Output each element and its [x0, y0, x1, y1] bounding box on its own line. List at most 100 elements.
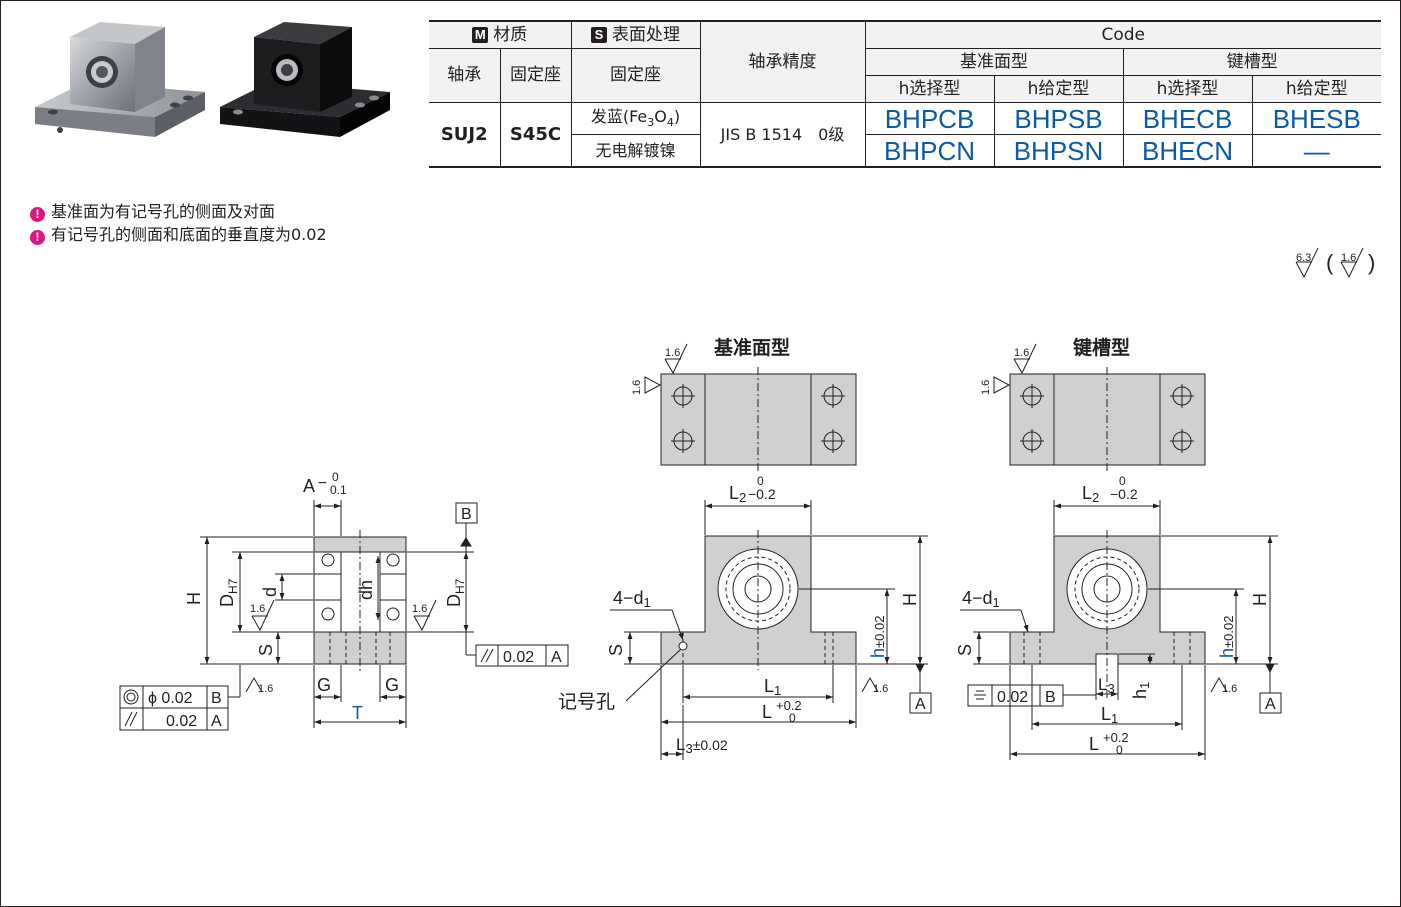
code-cell[interactable]: BHESB	[1251, 102, 1382, 135]
svg-text:0: 0	[1116, 743, 1123, 757]
svg-text:L2: L2	[729, 483, 746, 505]
code-cell-empty: —	[1251, 134, 1382, 168]
svg-text:H: H	[900, 593, 920, 606]
svg-text:0: 0	[757, 474, 764, 488]
svg-text:S: S	[256, 644, 276, 656]
fixed-header: 固定座	[499, 48, 572, 103]
bearing-header: 轴承	[429, 48, 501, 103]
svg-text:L1: L1	[764, 676, 781, 698]
svg-text:−0.2: −0.2	[1110, 486, 1138, 502]
svg-text:L3±0.02: L3±0.02	[676, 735, 728, 756]
bearing-accuracy: JIS B 1514 0级	[699, 102, 866, 168]
svg-text:A: A	[211, 713, 222, 730]
svg-text:B: B	[1045, 689, 1056, 706]
product-photo-black	[220, 22, 390, 137]
svg-text:键槽型: 键槽型	[1072, 336, 1130, 359]
exclamation-icon: !	[30, 230, 45, 245]
material-badge: M	[472, 26, 489, 43]
svg-text:DH7: DH7	[217, 578, 240, 607]
svg-text:1.6: 1.6	[1222, 683, 1237, 695]
svg-text:1.6: 1.6	[412, 603, 427, 615]
svg-text:−: −	[318, 475, 327, 492]
svg-text:0.02: 0.02	[997, 689, 1028, 706]
svg-text:S: S	[955, 644, 975, 656]
h-fixed-header-2: h给定型	[1251, 75, 1382, 103]
note-item: !有记号孔的侧面和底面的垂直度为0.02	[30, 223, 327, 246]
side-view: A − 0 0.1 H DH7 d dh DH7 S 1.6 1.6 1.6	[119, 470, 569, 731]
svg-text:L: L	[762, 702, 772, 722]
svg-text:0: 0	[789, 711, 796, 725]
key-type-header: 键槽型	[1122, 48, 1382, 76]
svg-text:1.6: 1.6	[1014, 347, 1029, 359]
ref-type-header: 基准面型	[864, 48, 1124, 76]
product-photo-plain	[35, 22, 205, 137]
roughness-symbol: 6.3 ( 1.6 )	[1295, 247, 1375, 279]
svg-text:1.6: 1.6	[873, 683, 888, 695]
svg-text:A: A	[915, 696, 926, 713]
key-type-drawing: 键槽型 1.6 1.6 L2 0 −0.2 4−d1	[955, 336, 1282, 760]
svg-text:G: G	[317, 675, 331, 695]
mounting-holes	[1020, 384, 1194, 453]
svg-text:0.02: 0.02	[503, 649, 534, 666]
svg-text:ϕ 0.02: ϕ 0.02	[148, 690, 193, 707]
svg-text:−0.2: −0.2	[748, 486, 776, 502]
svg-text:1.6: 1.6	[980, 380, 992, 395]
svg-text:A: A	[551, 649, 562, 666]
svg-text:h1: h1	[1130, 682, 1152, 699]
accuracy-header: 轴承精度	[699, 20, 866, 103]
svg-text:记号孔: 记号孔	[558, 691, 615, 713]
svg-text:): )	[1368, 250, 1375, 275]
note-item: !基准面为有记号孔的侧面及对面	[30, 200, 327, 223]
svg-text:4−d1: 4−d1	[962, 588, 1000, 610]
svg-text:0.02: 0.02	[166, 713, 197, 730]
svg-text:(: (	[1326, 250, 1334, 275]
notes: !基准面为有记号孔的侧面及对面 !有记号孔的侧面和底面的垂直度为0.02	[30, 200, 327, 246]
svg-text:d: d	[260, 587, 280, 597]
svg-text:0: 0	[332, 470, 339, 484]
svg-text:L: L	[1089, 734, 1099, 754]
code-cell[interactable]: BHECB	[1122, 102, 1253, 135]
svg-text:DH7: DH7	[444, 578, 467, 607]
code-cell[interactable]: BHPSN	[993, 134, 1124, 168]
svg-text:1.6: 1.6	[665, 347, 680, 359]
svg-text:+0.2: +0.2	[776, 698, 802, 713]
svg-text:基准面型: 基准面型	[713, 336, 790, 359]
svg-text:4−d1: 4−d1	[613, 588, 651, 610]
svg-text:h±0.02: h±0.02	[1217, 616, 1237, 658]
svg-text:A: A	[1265, 696, 1276, 713]
svg-text:H: H	[184, 592, 204, 605]
code-header: Code	[864, 20, 1382, 49]
code-cell[interactable]: BHPSB	[993, 102, 1124, 135]
svg-text:A: A	[303, 476, 315, 496]
fixed-surface-header: 固定座	[570, 48, 701, 103]
finish-black-oxide: 发蓝(Fe3O4)	[570, 102, 701, 135]
svg-text:0.1: 0.1	[330, 483, 347, 497]
ref-type-drawing: 基准面型 1.6 1.6 L2 0 −0.2 4−	[558, 336, 932, 760]
svg-text:1.6: 1.6	[631, 380, 643, 395]
svg-text:S: S	[606, 644, 626, 656]
bearing-material: SUJ2	[429, 102, 501, 168]
svg-text:L1: L1	[1101, 704, 1118, 726]
svg-text:6.3: 6.3	[1296, 252, 1311, 264]
mounting-holes	[671, 384, 845, 453]
svg-text:L2: L2	[1082, 483, 1099, 505]
svg-text:T: T	[352, 703, 363, 723]
svg-text:1.6: 1.6	[1341, 252, 1356, 264]
svg-text:H: H	[1250, 593, 1270, 606]
exclamation-icon: !	[30, 207, 45, 222]
code-cell[interactable]: BHECN	[1122, 134, 1253, 168]
block-material: S45C	[499, 102, 572, 168]
svg-text:dh: dh	[356, 580, 376, 600]
svg-text:B: B	[211, 690, 222, 707]
finish-nickel: 无电解镀镍	[571, 134, 701, 168]
svg-text:L3: L3	[1098, 675, 1115, 696]
svg-text:1.6: 1.6	[250, 603, 265, 615]
svg-text:+0.2: +0.2	[1103, 730, 1129, 745]
svg-text:0: 0	[1119, 474, 1126, 488]
h-select-header-2: h选择型	[1122, 75, 1253, 103]
svg-text:h±0.02: h±0.02	[868, 616, 888, 658]
code-cell[interactable]: BHPCN	[864, 134, 995, 168]
